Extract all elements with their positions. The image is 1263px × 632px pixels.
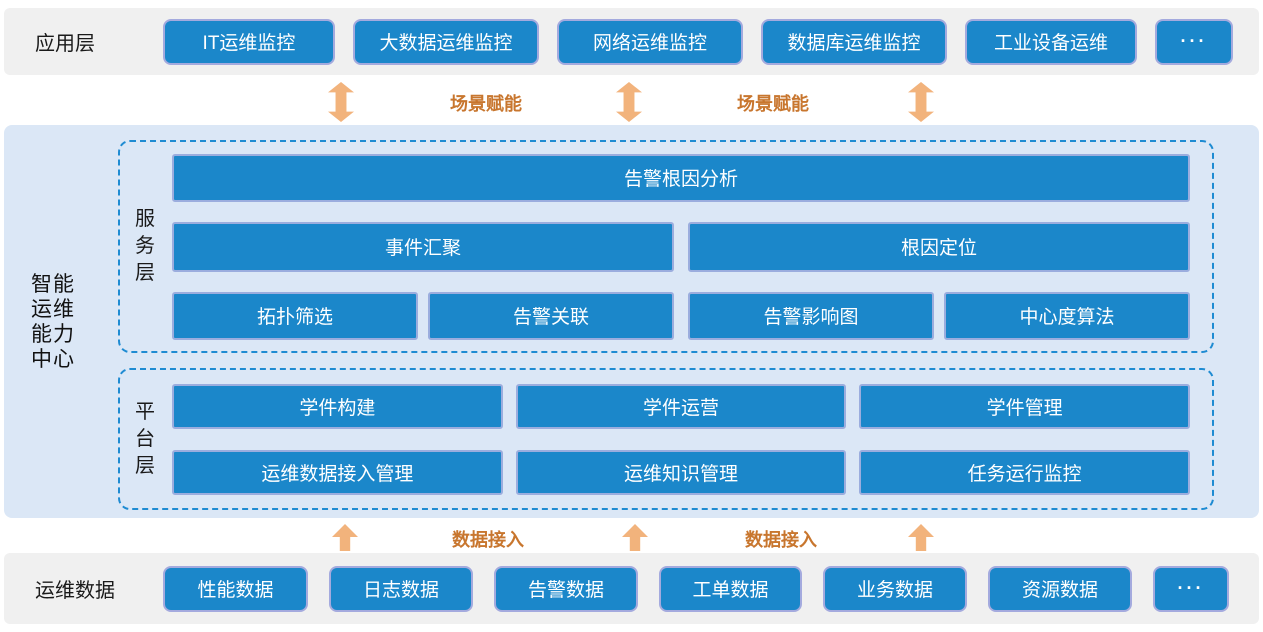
application-layer-label: 应用层 <box>35 33 95 55</box>
plat-box-task-run-monitoring: 任务运行监控 <box>859 449 1191 495</box>
plat-box-learnware-build: 学件构建 <box>172 383 503 429</box>
service-layer-label: 服务层 <box>135 208 155 284</box>
ops-data-boxes: 性能数据 日志数据 告警数据 工单数据 业务数据 资源数据 ··· <box>163 565 1259 612</box>
data-access-flow: 数据接入 数据接入 <box>0 518 1263 553</box>
app-box-industrial-equipment-ops: 工业设备运维 <box>965 18 1137 65</box>
platform-layer-panel: 平台层 学件构建 学件运营 学件管理 运维数据接入管理 运维知识管理 任务运行监… <box>118 368 1214 510</box>
platform-layer-content: 学件构建 学件运营 学件管理 运维数据接入管理 运维知识管理 任务运行监控 <box>172 383 1212 495</box>
data-box-log: 日志数据 <box>329 565 473 612</box>
app-box-bigdata-ops-monitoring: 大数据运维监控 <box>353 18 539 65</box>
double-arrow-icon <box>908 82 934 122</box>
application-layer-boxes: IT运维监控 大数据运维监控 网络运维监控 数据库运维监控 工业设备运维 ··· <box>163 18 1259 65</box>
data-box-performance: 性能数据 <box>163 565 308 612</box>
svc-box-alarm-impact-graph: 告警影响图 <box>688 291 934 340</box>
data-box-ticket: 工单数据 <box>659 565 802 612</box>
svc-box-topology-filter: 拓扑筛选 <box>172 291 418 340</box>
service-layer-content: 告警根因分析 事件汇聚 根因定位 拓扑筛选 告警关联 告警影响图 中心度算法 <box>172 153 1212 340</box>
data-box-resource: 资源数据 <box>988 565 1132 612</box>
double-arrow-icon <box>616 82 642 122</box>
aiops-capability-center-panel: 智能运维能力中心 服务层 告警根因分析 事件汇聚 根因定位 拓扑筛选 告警关联 <box>4 125 1259 518</box>
app-box-more: ··· <box>1155 18 1233 65</box>
svc-box-alarm-correlation: 告警关联 <box>428 291 674 340</box>
svc-box-event-aggregation: 事件汇聚 <box>172 221 674 272</box>
up-arrow-icon <box>332 524 358 551</box>
up-arrow-icon <box>908 524 934 551</box>
app-box-it-ops-monitoring: IT运维监控 <box>163 18 335 65</box>
platform-layer-label: 平台层 <box>135 400 155 477</box>
up-arrow-icon <box>622 524 648 551</box>
ops-data-bar: 运维数据 性能数据 日志数据 告警数据 工单数据 业务数据 资源数据 ··· <box>4 553 1259 624</box>
service-layer-panel: 服务层 告警根因分析 事件汇聚 根因定位 拓扑筛选 告警关联 告警影响图 <box>118 140 1214 353</box>
scene-empowerment-label: 场景赋能 <box>450 94 522 114</box>
data-access-label: 数据接入 <box>452 530 524 550</box>
data-box-alarm: 告警数据 <box>494 565 638 612</box>
plat-box-learnware-management: 学件管理 <box>859 383 1191 429</box>
svc-box-root-cause-location: 根因定位 <box>688 221 1190 272</box>
svc-box-alarm-root-cause-analysis: 告警根因分析 <box>172 153 1190 202</box>
svc-box-centrality-algorithm: 中心度算法 <box>944 291 1190 340</box>
data-box-more: ··· <box>1153 565 1229 612</box>
app-box-database-ops-monitoring: 数据库运维监控 <box>761 18 947 65</box>
data-access-label: 数据接入 <box>745 530 817 550</box>
plat-box-learnware-operation: 学件运营 <box>515 383 847 429</box>
scene-empowerment-label: 场景赋能 <box>737 94 809 114</box>
ops-data-label: 运维数据 <box>35 580 115 602</box>
capability-center-label: 智能运维能力中心 <box>31 272 75 371</box>
plat-box-ops-knowledge-mgmt: 运维知识管理 <box>515 449 847 495</box>
app-box-network-ops-monitoring: 网络运维监控 <box>557 18 743 65</box>
data-box-business: 业务数据 <box>823 565 967 612</box>
double-arrow-icon <box>328 82 354 122</box>
application-layer-bar: 应用层 IT运维监控 大数据运维监控 网络运维监控 数据库运维监控 工业设备运维… <box>4 8 1259 75</box>
scene-empowerment-flow: 场景赋能 场景赋能 <box>0 75 1263 125</box>
plat-box-ops-data-access-mgmt: 运维数据接入管理 <box>172 449 503 495</box>
